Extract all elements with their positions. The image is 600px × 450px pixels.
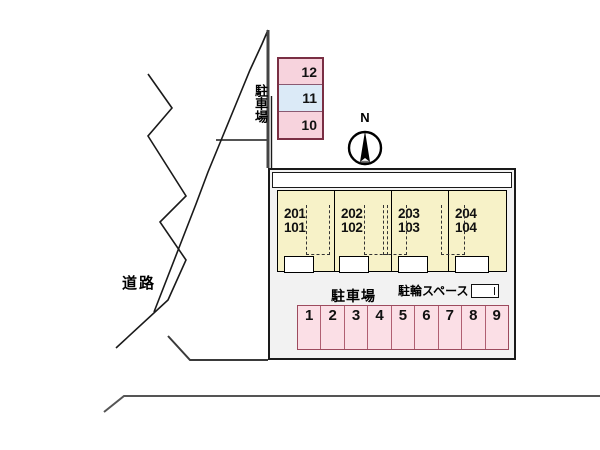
- unit-number-upper: 202: [341, 206, 363, 221]
- upper-parking-block: 12 11 10: [277, 57, 324, 140]
- parking-stall[interactable]: 5: [392, 306, 416, 349]
- compass-rose: N: [343, 110, 387, 168]
- bicycle-parking-box-icon: [470, 283, 499, 298]
- building-unit[interactable]: 203 103: [383, 191, 449, 273]
- parking-stall[interactable]: 8: [462, 306, 486, 349]
- unit-entrance-notch: [284, 255, 314, 273]
- unit-stair-hall: [441, 205, 466, 255]
- unit-number-upper: 203: [398, 206, 420, 221]
- road-label: 道路: [122, 274, 157, 292]
- unit-stair-hall: [383, 205, 408, 255]
- compass-north-label: N: [360, 110, 370, 125]
- unit-label-group: 204 104: [455, 207, 477, 235]
- unit-number-lower: 103: [398, 220, 420, 235]
- bicycle-space-label-group: 駐輪スペース: [398, 282, 499, 299]
- parking-stall[interactable]: 4: [368, 306, 392, 349]
- unit-label-group: 201 101: [284, 207, 306, 235]
- parking-stall[interactable]: 9: [492, 307, 501, 324]
- bicycle-space-label: 駐輪スペース: [398, 284, 469, 298]
- apartment-building: 201 101 202 102 203 103 204: [277, 190, 507, 273]
- building-unit[interactable]: 204 104: [441, 191, 506, 273]
- unit-entrance-notch: [339, 255, 369, 273]
- unit-label-group: 202 102: [341, 207, 363, 235]
- building-unit[interactable]: 201 101: [278, 191, 335, 273]
- parking-stall[interactable]: 1: [298, 306, 322, 349]
- parking-stall[interactable]: 11: [279, 85, 322, 112]
- parking-stall[interactable]: 6: [415, 306, 439, 349]
- unit-stair-hall: [364, 205, 389, 255]
- unit-number-upper: 204: [455, 206, 477, 221]
- site-top-band: [272, 172, 512, 188]
- parking-stall[interactable]: 12: [279, 59, 322, 86]
- building-unit[interactable]: 202 102: [335, 191, 392, 273]
- parking-stall[interactable]: 10: [279, 111, 322, 138]
- unit-stair-hall: [306, 205, 330, 255]
- parking-stall[interactable]: 2: [321, 306, 345, 349]
- unit-entrance-notch: [398, 255, 428, 273]
- compass-needle-icon: [347, 130, 383, 166]
- upper-parking-label: 駐車場: [252, 84, 267, 123]
- unit-number-upper: 201: [284, 206, 306, 221]
- parking-stall[interactable]: 7: [439, 306, 463, 349]
- parking-lot-label: 駐車場: [331, 289, 376, 305]
- unit-entrance-notch: [455, 255, 489, 273]
- parking-stall-strip: 1 2 3 4 5 6 7 8 9: [297, 305, 509, 350]
- unit-label-group: 203 103: [398, 207, 420, 235]
- unit-number-lower: 101: [284, 220, 306, 235]
- unit-number-lower: 104: [455, 220, 477, 235]
- parking-stall[interactable]: 3: [345, 306, 369, 349]
- unit-number-lower: 102: [341, 220, 363, 235]
